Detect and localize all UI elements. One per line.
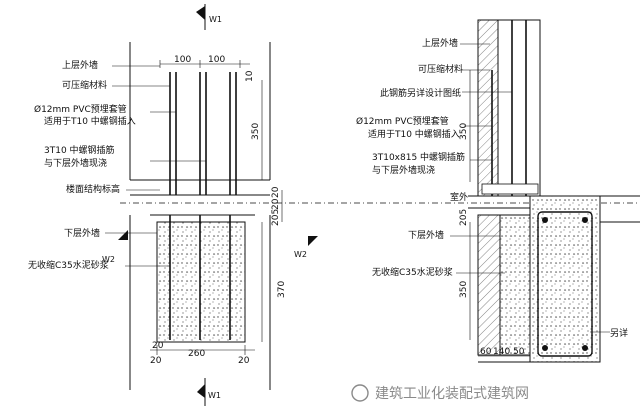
section-tag-side-right: W2 — [294, 250, 307, 259]
wechat-icon — [351, 384, 369, 402]
left-detail: W1 — [28, 4, 640, 406]
dim-20d: 20 — [150, 356, 162, 366]
r-label-rebar-line1: 3T10x815 中螺钢插筋 — [372, 151, 465, 163]
slab-beam — [529, 195, 601, 363]
label-floor-level: 楼面结构标高 — [66, 183, 120, 195]
r-label-rebar-line2: 与下层外墙现浇 — [372, 164, 435, 176]
r-label-upper-wall: 上层外墙 — [422, 37, 458, 49]
dim-20c: 20 — [152, 341, 164, 351]
section-marker-bottom-icon — [197, 384, 205, 398]
r-dim-350: 350 — [459, 123, 469, 140]
right-detail: 上层外墙 可压缩材料 此钢筋另详设计图纸 Ø12mm PVC预埋套管 适用于T1… — [356, 19, 640, 363]
watermark-text: 建筑工业化装配式建筑网 — [375, 386, 529, 402]
lower-wall-grout — [499, 214, 531, 356]
label-mortar: 无收缩C35水泥砂浆 — [28, 259, 109, 271]
dim-10: 10 — [245, 70, 255, 82]
label-lower-wall: 下层外墙 — [64, 227, 100, 239]
dim-20e: 20 — [238, 356, 250, 366]
r-dim-350b: 350 — [459, 281, 469, 298]
label-pvc-line1: Ø12mm PVC预埋套管 — [34, 103, 127, 115]
section-tag-bottom: W1 — [208, 391, 221, 400]
section-marker-side-left-icon — [118, 230, 128, 240]
section-tag-side-left: W2 — [102, 255, 115, 264]
dim-20b: 20 — [271, 198, 281, 210]
label-rebar-line1: 3T10 中螺钢插筋 — [44, 144, 115, 156]
label-compressible: 可压缩材料 — [62, 79, 107, 91]
r-label-compressible: 可压缩材料 — [418, 63, 463, 75]
r-dim-140: 140 — [493, 347, 510, 357]
dim-370: 370 — [277, 281, 287, 298]
dim-100a: 100 — [174, 55, 191, 65]
section-tag-top: W1 — [209, 15, 222, 24]
dim-205: 205 — [271, 209, 281, 226]
r-label-mortar: 无收缩C35水泥砂浆 — [372, 266, 453, 278]
r-dim-60: 60 — [480, 347, 492, 357]
r-label-other: 另详 — [610, 327, 628, 339]
r-label-lower-wall: 下层外墙 — [408, 229, 444, 241]
section-marker-top-icon — [196, 6, 205, 20]
dim-350: 350 — [251, 123, 261, 140]
pvc-sleeves — [169, 72, 237, 195]
watermark: 建筑工业化装配式建筑网 — [351, 384, 529, 402]
upper-wall-hatch — [477, 19, 499, 197]
dim-100b: 100 — [208, 55, 225, 65]
dim-260: 260 — [188, 349, 205, 359]
label-upper-wall: 上层外墙 — [62, 59, 98, 71]
r-dim-50: 50 — [513, 347, 525, 357]
dim-20a: 20 — [271, 186, 281, 198]
label-pvc-line2: 适用于T10 中螺钢插入 — [44, 115, 136, 127]
r-label-outside: 室外 — [450, 191, 468, 203]
section-marker-side-right-icon — [308, 236, 318, 246]
r-label-pvc-line1: Ø12mm PVC预埋套管 — [356, 115, 449, 127]
label-rebar-line2: 与下层外墙现浇 — [44, 157, 107, 169]
compressible-block — [481, 183, 539, 195]
beam-stirrup — [537, 211, 593, 357]
upper-wall-body — [497, 19, 541, 197]
r-label-rebar-note: 此钢筋另详设计图纸 — [380, 87, 461, 99]
r-label-pvc-line2: 适用于T10 中螺钢插入 — [368, 128, 460, 140]
r-dim-205: 205 — [459, 209, 469, 226]
